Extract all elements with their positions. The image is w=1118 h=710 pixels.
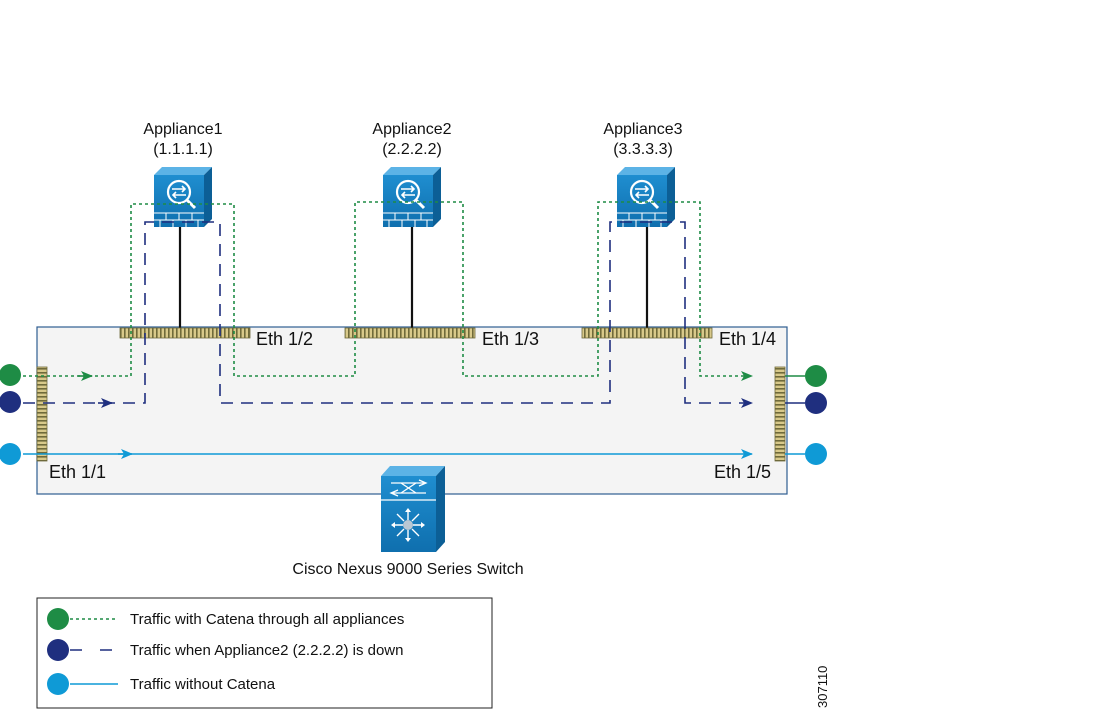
port-label-eth13: Eth 1/3 [482, 329, 539, 349]
appliance-1-name: Appliance1 [143, 121, 222, 138]
nexus-switch-icon[interactable] [381, 466, 445, 552]
endpoint-navy-left [0, 391, 21, 413]
appliance-1[interactable] [152, 165, 214, 229]
port-label-eth12: Eth 1/2 [256, 329, 313, 349]
legend-item-without-catena: Traffic without Catena [130, 676, 276, 693]
firewall-icon [381, 165, 443, 229]
endpoint-navy-right [805, 392, 827, 414]
firewall-icon [615, 165, 677, 229]
endpoint-cyan-left [0, 443, 21, 465]
appliance-2[interactable] [381, 165, 443, 229]
port-strip-eth12 [119, 327, 251, 339]
legend-cyan-dot [47, 673, 69, 695]
endpoint-green-right [805, 365, 827, 387]
port-strip-eth11 [36, 366, 48, 462]
port-label-eth11: Eth 1/1 [49, 462, 106, 482]
port-strip-eth13 [344, 327, 476, 339]
port-strip-eth14 [581, 327, 713, 339]
legend-green-dot [47, 608, 69, 630]
appliance-3[interactable] [615, 165, 677, 229]
legend-item-all-appliances: Traffic with Catena through all applianc… [130, 611, 404, 628]
figure-id: 307110 [815, 666, 830, 708]
legend-navy-dot [47, 639, 69, 661]
switch-label: Cisco Nexus 9000 Series Switch [292, 561, 523, 578]
port-label-eth14: Eth 1/4 [719, 329, 776, 349]
appliance-2-ip: (2.2.2.2) [382, 141, 442, 158]
appliance-2-name: Appliance2 [372, 121, 451, 138]
endpoint-cyan-right [805, 443, 827, 465]
legend-box [36, 597, 493, 709]
port-label-eth15: Eth 1/5 [714, 462, 771, 482]
appliance-3-name: Appliance3 [603, 121, 682, 138]
path-all-appliances [23, 201, 753, 381]
endpoint-green-left [0, 364, 21, 386]
port-strip-eth15 [774, 366, 786, 462]
firewall-icon [152, 165, 214, 229]
legend-item-appliance2-down: Traffic when Appliance2 (2.2.2.2) is dow… [130, 642, 404, 659]
appliance-3-ip: (3.3.3.3) [613, 141, 673, 158]
appliance-1-ip: (1.1.1.1) [153, 141, 213, 158]
